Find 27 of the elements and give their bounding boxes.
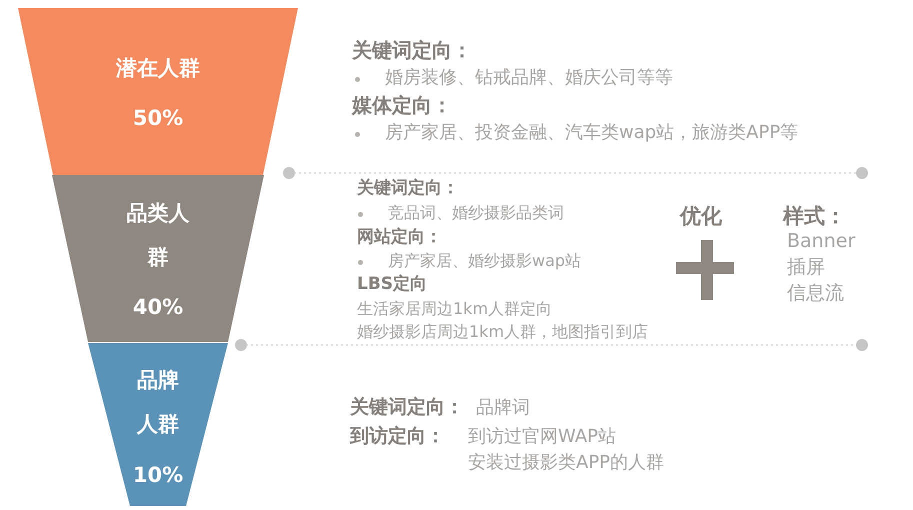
heading-text: 媒体定向：	[352, 93, 452, 117]
segment-title: 品类人群	[126, 200, 190, 271]
heading-text: 到访定向：	[350, 425, 445, 448]
body-text: 插屏	[787, 256, 825, 279]
body-text: Banner	[787, 230, 856, 253]
body-text: 房产家居、投资金融、汽车类wap站，旅游类APP等	[385, 122, 798, 144]
body-text: 婚纱摄影店周边1km人群，地图指引到店	[357, 322, 648, 342]
segment-title: 品牌人群	[136, 367, 180, 438]
heading-text: 网站定向：	[357, 227, 442, 248]
heading-text: 关键词定向：	[357, 178, 459, 198]
segment-title: 潜在人群	[114, 55, 201, 82]
percentage-label: 50%	[132, 105, 184, 132]
body-text: 信息流	[787, 282, 844, 305]
heading-text: 优化	[680, 204, 722, 230]
heading-text: LBS定向	[357, 274, 428, 294]
body-text: 竞品词、婚纱摄影品类词	[388, 203, 564, 222]
body-text: 品牌词	[476, 397, 530, 419]
heading-text: 样式：	[783, 204, 846, 230]
heading-text: 关键词定向：	[352, 38, 472, 62]
body-text: 婚房装修、钻戒品牌、婚庆公司等等	[385, 67, 673, 89]
body-text: 房产家居、婚纱摄影wap站	[388, 251, 582, 270]
percentage-label: 40%	[132, 294, 184, 321]
body-text: 到访过官网WAP站	[468, 426, 616, 448]
heading-text: 关键词定向：	[350, 396, 464, 419]
body-text: 安装过摄影类APP的人群	[468, 452, 664, 474]
body-text: 生活家居周边1km人群定向	[357, 299, 552, 318]
percentage-label: 10%	[132, 462, 184, 489]
